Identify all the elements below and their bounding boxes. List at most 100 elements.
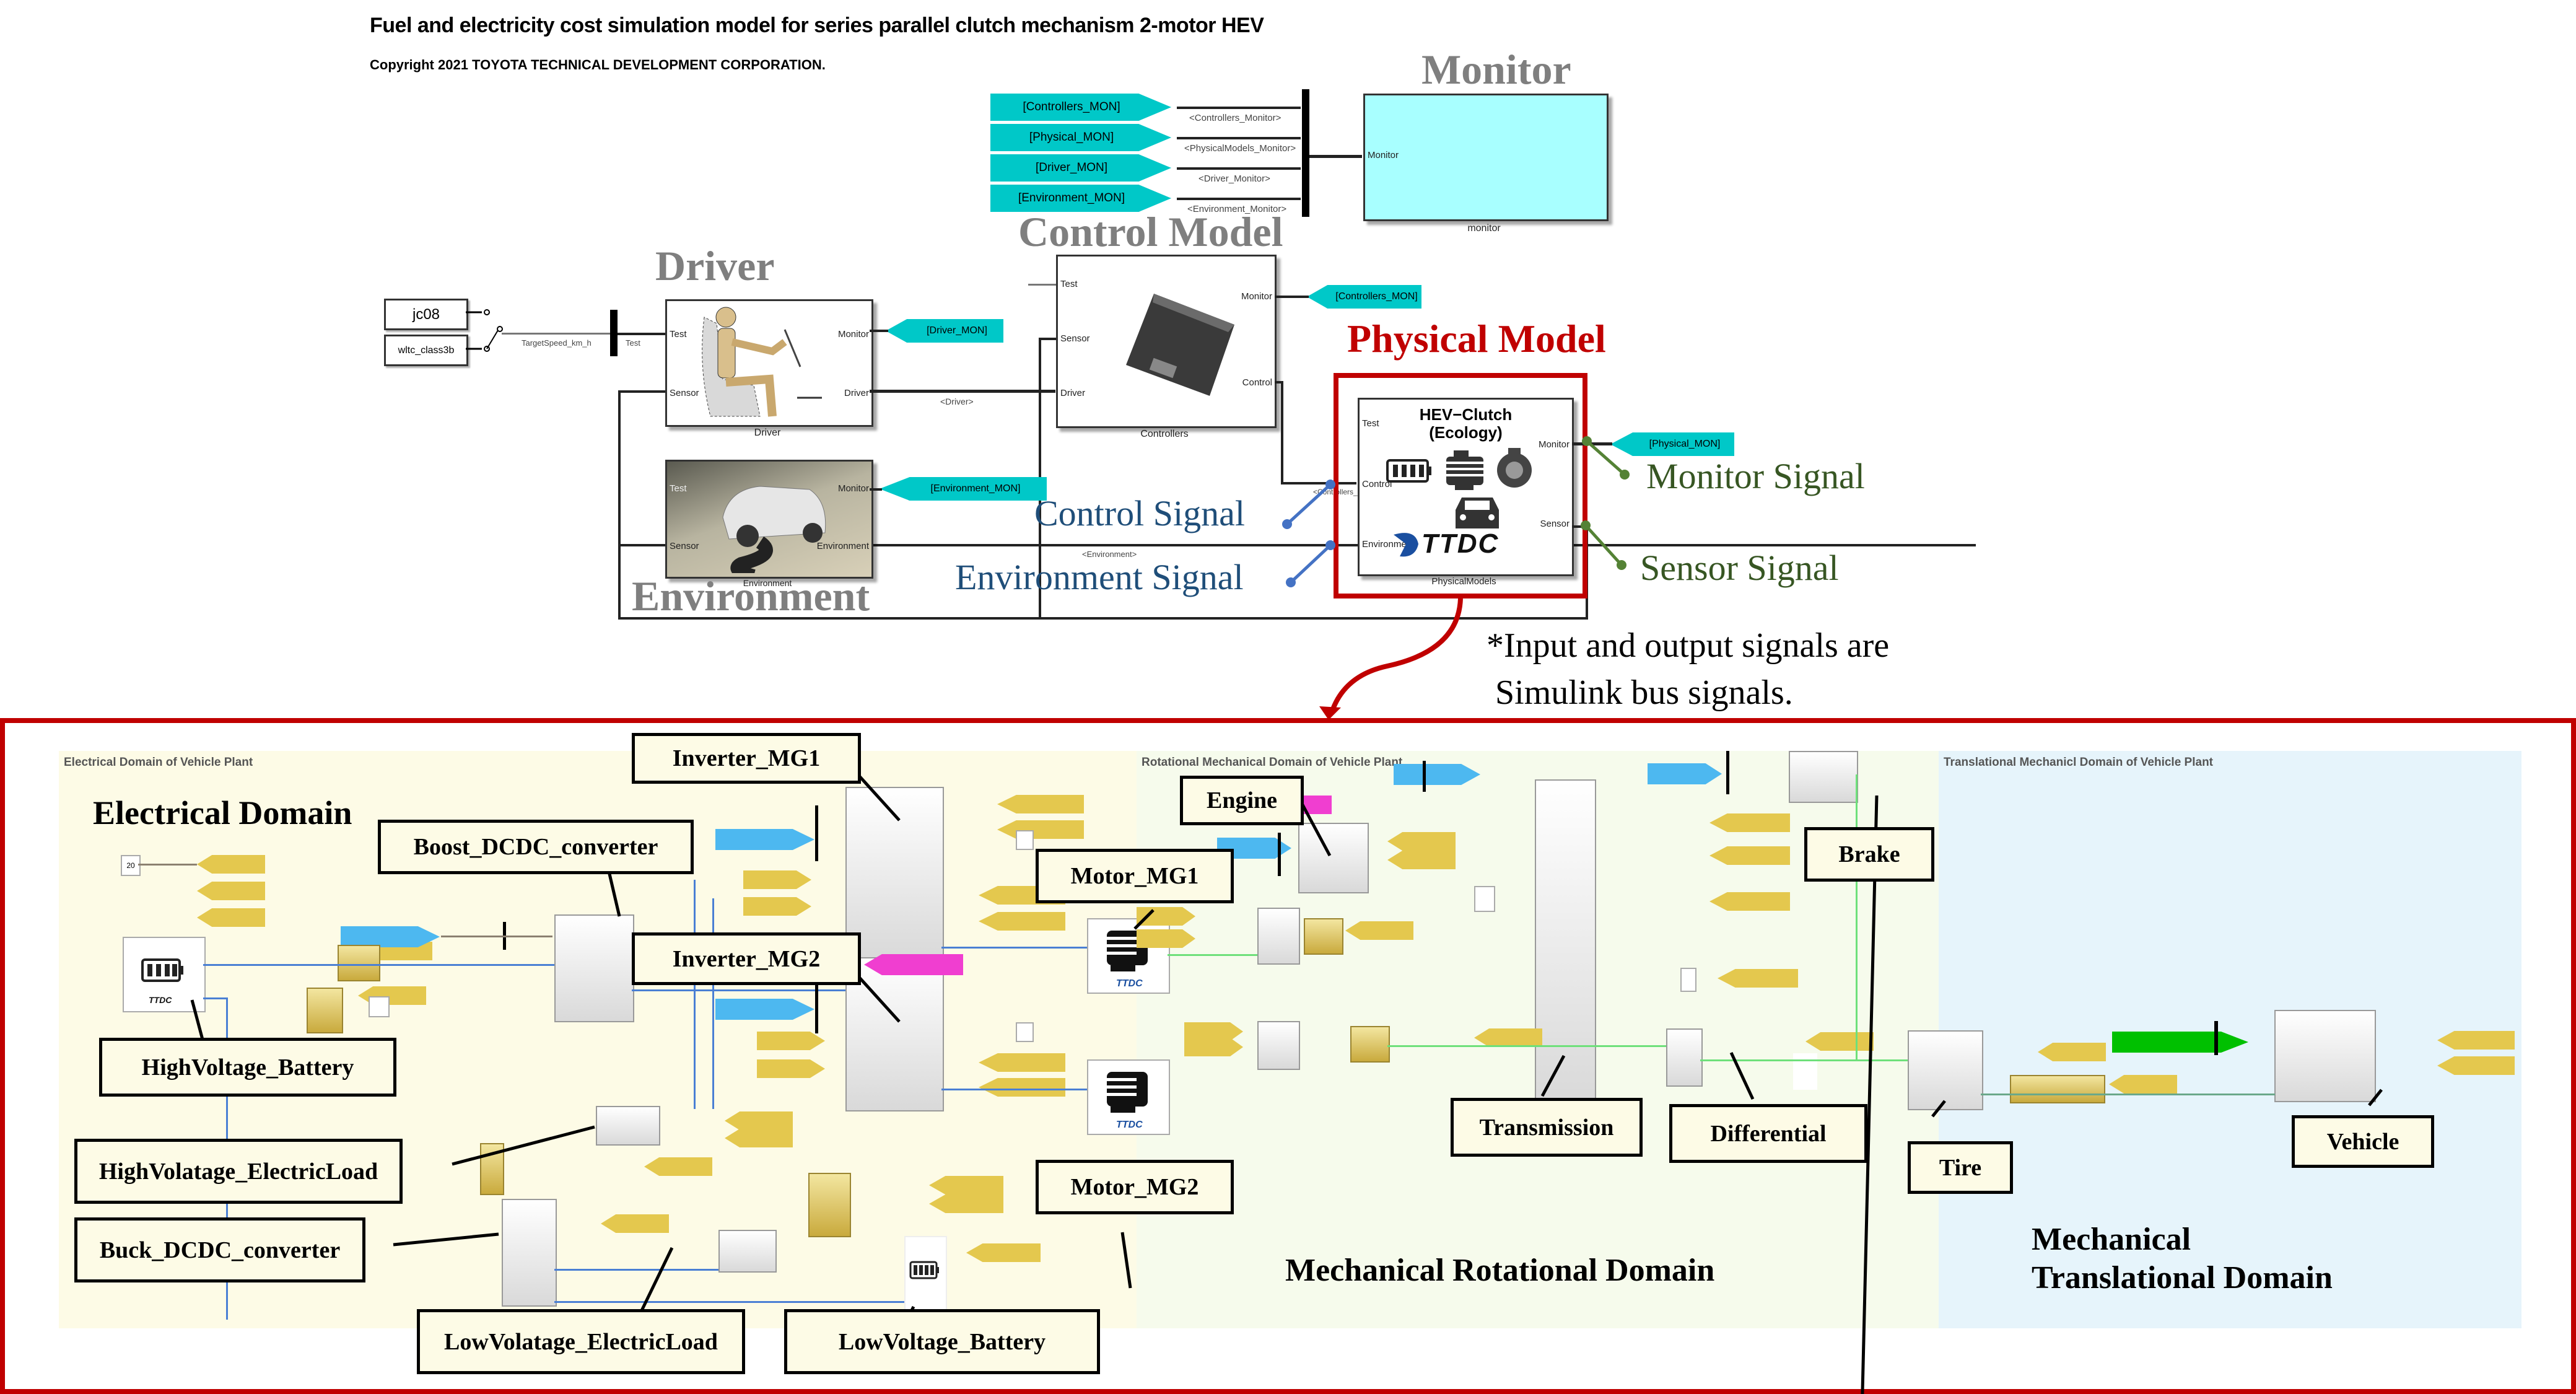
bus-creator[interactable] (1302, 89, 1309, 217)
from-tag[interactable] (743, 897, 811, 916)
boost-dcdc-block[interactable] (554, 914, 634, 1022)
goto-tag[interactable] (979, 1053, 1065, 1072)
goto-tag[interactable] (2437, 1056, 2515, 1075)
sensor-block[interactable] (808, 1173, 851, 1237)
differential-block[interactable] (1666, 1028, 1703, 1087)
from-tag[interactable] (757, 1059, 825, 1078)
goto-driver-mon[interactable]: [Driver_MON] (990, 154, 1171, 182)
from-tag[interactable] (1137, 929, 1195, 948)
from-tag-magenta[interactable] (864, 954, 963, 975)
goto-tag[interactable] (1387, 832, 1456, 851)
bus-selector[interactable] (1423, 761, 1426, 792)
terminator-block[interactable] (1016, 1022, 1034, 1042)
hv-battery-block[interactable]: TTDC (123, 937, 206, 1012)
goto-tag[interactable] (197, 882, 265, 900)
motor-mg2-block[interactable]: TTDC (1087, 1059, 1170, 1135)
buck-dcdc-block[interactable] (502, 1199, 557, 1307)
wire (870, 330, 888, 332)
lv-electric-load-block[interactable] (718, 1230, 777, 1273)
terminator-block[interactable] (1016, 830, 1034, 850)
goto-tag[interactable] (2038, 1043, 2106, 1061)
goto-tag[interactable] (1345, 921, 1413, 940)
goto-tag[interactable] (979, 1078, 1065, 1097)
shaft-icon-block[interactable] (1793, 1053, 1817, 1090)
goto-tag[interactable] (966, 1243, 1041, 1262)
goto-tag[interactable] (979, 912, 1065, 931)
physical-models-block[interactable]: HEV−Clutch (Ecology) Test Control Enviro… (1358, 398, 1574, 576)
environment-block[interactable]: Test Sensor Monitor Environment (665, 460, 873, 579)
sensor-block[interactable] (1350, 1026, 1390, 1063)
goto-tag[interactable] (725, 1111, 793, 1130)
sensor-block[interactable] (1304, 918, 1343, 955)
port-sensor: Sensor (670, 541, 699, 551)
wire (870, 488, 882, 491)
brake-block[interactable] (1789, 751, 1858, 803)
engine-block[interactable] (1298, 823, 1369, 893)
bus-creator-test[interactable] (610, 310, 618, 356)
goto-driver-mon-out[interactable]: [Driver_MON] (886, 319, 1003, 343)
goto-environment-mon[interactable]: [Environment_MON] (990, 185, 1171, 212)
goto-tag[interactable] (725, 1129, 793, 1147)
monitor-block[interactable]: Monitor (1363, 94, 1609, 221)
goto-physical-mon-out[interactable]: [Physical_MON] (1610, 432, 1734, 456)
goto-tag[interactable] (1718, 969, 1798, 988)
goto-tag[interactable] (197, 908, 265, 927)
callout-tire: Tire (1908, 1141, 2013, 1194)
goto-physical-mon[interactable]: [Physical_MON] (990, 124, 1171, 151)
inverter-mg2-block[interactable] (845, 957, 944, 1111)
goto-tag[interactable] (2437, 1031, 2515, 1050)
scope-block[interactable] (1680, 968, 1696, 992)
goto-tag[interactable] (997, 820, 1084, 839)
from-tag-green[interactable] (2112, 1032, 2248, 1053)
bus-selector[interactable] (1278, 833, 1281, 876)
lv-battery-block[interactable] (904, 1236, 947, 1313)
from-tag-blue[interactable] (715, 829, 814, 850)
controllers-block[interactable]: Test Sensor Driver Monitor Control (1056, 255, 1277, 428)
vehicle-block[interactable] (2274, 1010, 2376, 1102)
drive-cycle-jc08[interactable]: jc08 (384, 299, 468, 330)
goto-tag[interactable] (997, 795, 1084, 813)
bus-selector[interactable] (815, 978, 818, 1033)
goto-tag[interactable] (644, 1157, 712, 1176)
from-tag-blue[interactable] (715, 999, 814, 1020)
from-tag-blue[interactable] (1394, 764, 1480, 785)
goto-controllers-mon[interactable]: [Controllers_MON] (990, 94, 1171, 121)
goto-tag[interactable] (1387, 851, 1456, 869)
bus-selector[interactable] (2214, 1021, 2218, 1055)
goto-tag[interactable] (1474, 1028, 1542, 1047)
from-tag[interactable] (757, 1032, 825, 1050)
goto-tag[interactable] (1805, 1032, 1874, 1051)
bus-selector[interactable] (815, 805, 818, 861)
sensor-block[interactable] (307, 988, 343, 1033)
goto-tag[interactable] (1709, 892, 1790, 911)
title-line: (Ecology) (1429, 423, 1503, 442)
goto-tag[interactable] (929, 1176, 1003, 1195)
sensor-block[interactable] (338, 945, 380, 981)
goto-controllers-mon-out[interactable]: [Controllers_MON] (1307, 285, 1421, 309)
manual-switch-icon[interactable] (466, 304, 503, 359)
environment-signal-leader (1290, 544, 1332, 584)
from-tag[interactable] (1184, 1038, 1243, 1056)
from-tag-blue[interactable] (1648, 763, 1722, 784)
mg1-speed-block[interactable] (1257, 908, 1300, 965)
transmission-block[interactable] (1535, 779, 1596, 1104)
goto-tag[interactable] (1709, 846, 1790, 865)
constant-block[interactable]: 20 (121, 855, 141, 876)
goto-environment-mon-out[interactable]: [Environment_MON] (880, 477, 1047, 501)
from-tag[interactable] (743, 870, 811, 889)
goto-tag[interactable] (197, 855, 265, 874)
goto-tag[interactable] (1709, 813, 1790, 832)
driver-block[interactable]: Test Sensor Monitor Driver (665, 299, 873, 427)
constant-block[interactable] (1474, 886, 1495, 912)
drive-cycle-wltc[interactable]: wltc_class3b (384, 335, 468, 366)
tire-block[interactable] (1908, 1030, 1983, 1110)
goto-tag[interactable] (929, 1195, 1003, 1213)
goto-tag[interactable] (601, 1214, 669, 1233)
from-tag-blue[interactable] (341, 926, 440, 947)
sensor-block[interactable] (2010, 1075, 2105, 1103)
goto-tag[interactable] (2109, 1075, 2177, 1094)
mg2-speed-block[interactable] (1257, 1021, 1300, 1070)
bus-selector[interactable] (1726, 751, 1729, 794)
scope-block[interactable] (369, 996, 390, 1017)
hv-electric-load-block[interactable] (596, 1106, 660, 1146)
